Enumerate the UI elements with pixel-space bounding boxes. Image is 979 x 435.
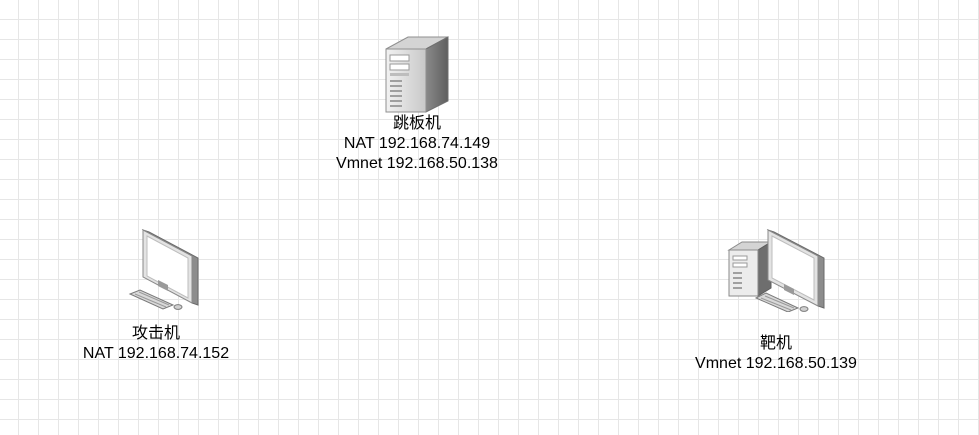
tower-server-icon bbox=[385, 36, 449, 113]
attacker-nat-ip: NAT 192.168.74.152 bbox=[82, 345, 230, 362]
target-name: 靶机 bbox=[759, 335, 792, 352]
target-label: 靶机 Vmnet 192.168.50.139 bbox=[676, 334, 876, 374]
jump-host-label: 跳板机 NAT 192.168.74.149 Vmnet 192.168.50.… bbox=[317, 114, 517, 174]
attacker-label: 攻击机 NAT 192.168.74.152 bbox=[56, 324, 256, 364]
jump-host-nat-ip: NAT 192.168.74.149 bbox=[343, 135, 491, 152]
jump-host-name: 跳板机 bbox=[392, 115, 441, 132]
attacker-name: 攻击机 bbox=[131, 325, 180, 342]
target-vmnet-ip: Vmnet 192.168.50.139 bbox=[695, 355, 857, 372]
laptop-monitor-icon bbox=[128, 229, 199, 310]
desktop-pc-icon bbox=[727, 229, 825, 312]
jump-host-vmnet-ip: Vmnet 192.168.50.138 bbox=[336, 155, 498, 172]
